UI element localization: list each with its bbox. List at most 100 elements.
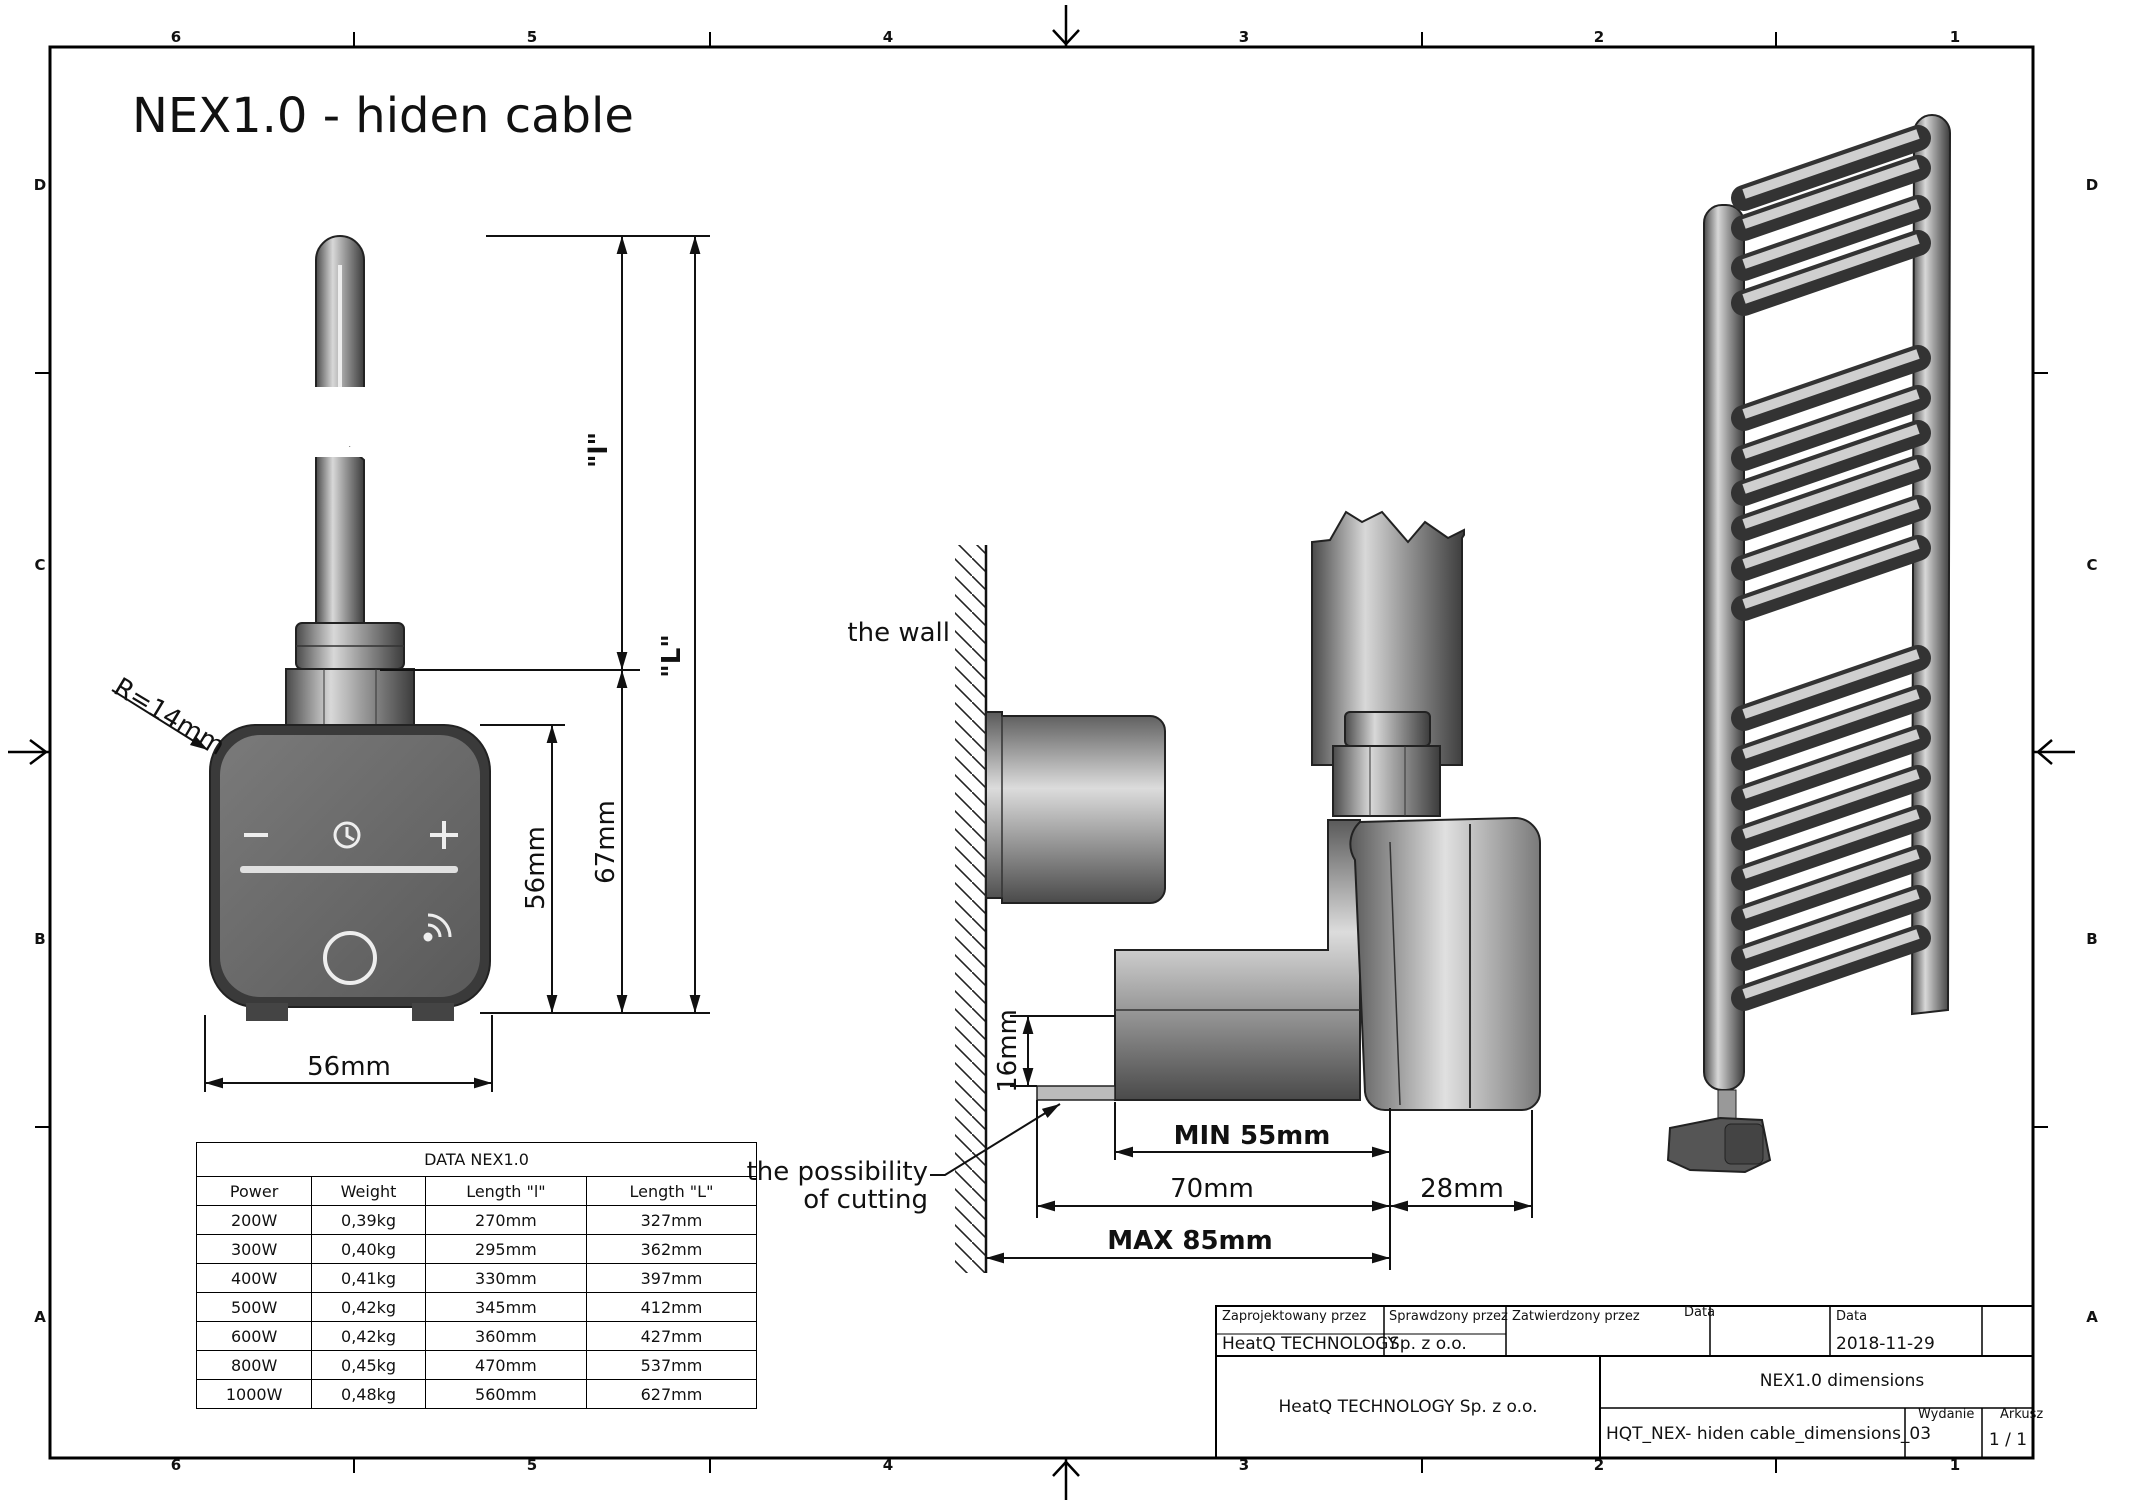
radiator-rung-highlight: [1742, 459, 1920, 529]
led-bar: [240, 866, 458, 873]
radiator-rung-highlight: [1742, 769, 1920, 839]
header-weight: Weight: [311, 1176, 426, 1206]
radiator-rung-highlight: [1742, 889, 1920, 959]
centering-marks: [8, 5, 2075, 1500]
label-max85: MAX 85mm: [1107, 1226, 1272, 1256]
table-cell: 300W: [195, 1234, 313, 1264]
table-cell: 0,48kg: [311, 1379, 426, 1409]
side-nut: [1344, 711, 1431, 747]
tb-checked-by-label: Sprawdzony przez: [1389, 1309, 1508, 1324]
zone-col-1-bottom: 1: [1950, 1456, 1960, 1474]
zone-col-1: 1: [1950, 28, 1960, 46]
tb-checked-by-value: Sp. z o.o.: [1389, 1334, 1467, 1354]
zone-row-A: A: [34, 1308, 46, 1326]
cutting-leader: [930, 1103, 1061, 1176]
label-L: "L": [657, 634, 687, 678]
radiator-rung-highlight: [1742, 539, 1920, 609]
wall-hatch: [955, 545, 986, 1273]
label-56-vertical: 56mm: [521, 826, 551, 910]
tb-designed-by-value: HeatQ TECHNOLOGY: [1222, 1334, 1399, 1354]
radiator-rungs: [1731, 125, 1931, 1011]
radiator-rung-highlight: [1742, 389, 1920, 459]
table-cell: 397mm: [585, 1263, 758, 1293]
radiator-rung-highlight: [1742, 159, 1920, 229]
tb-drawing-title: NEX1.0 dimensions: [1760, 1371, 1925, 1391]
table-cell: 1000W: [195, 1379, 313, 1409]
table-cell: 270mm: [424, 1205, 587, 1235]
label-28: 28mm: [1420, 1174, 1504, 1204]
radius-leader: [111, 689, 209, 751]
table-cell: 0,42kg: [311, 1292, 426, 1322]
radiator-rung-highlight: [1742, 929, 1920, 999]
radiator-rung-highlight: [1742, 499, 1920, 569]
label-56-horizontal: 56mm: [307, 1052, 391, 1082]
zone-row-B-right: B: [2086, 930, 2097, 948]
radiator-rung-highlight: [1742, 729, 1920, 799]
tb-data-label: Data: [1836, 1309, 1867, 1324]
header-length-l: Length "l": [424, 1176, 587, 1206]
zone-col-2: 2: [1594, 28, 1604, 46]
table-cell: 627mm: [585, 1379, 758, 1409]
table-cell: 600W: [195, 1321, 313, 1351]
header-length-L: Length "L": [585, 1176, 758, 1206]
table-cell: 560mm: [424, 1379, 587, 1409]
tb-date-value: 2018-11-29: [1836, 1334, 1935, 1354]
tb-sheet-value: 1 / 1: [1989, 1430, 2027, 1450]
tb-designed-by-label: Zaprojektowany przez: [1222, 1309, 1366, 1324]
zone-row-A-right: A: [2086, 1308, 2098, 1326]
power-button-icon: [323, 931, 377, 985]
control-box-side: [1349, 816, 1541, 1112]
label-l: "l": [584, 432, 614, 468]
tb-approved-by-label: Zatwierdzony przez: [1512, 1309, 1640, 1324]
label-cutting-2: of cutting: [803, 1185, 928, 1215]
zone-col-5-bottom: 5: [527, 1456, 537, 1474]
label-min55: MIN 55mm: [1174, 1121, 1331, 1151]
tb-sheet-label: Arkusz: [2000, 1407, 2043, 1422]
tb-company: HeatQ TECHNOLOGY Sp. z o.o.: [1278, 1397, 1537, 1417]
table-cell: 0,40kg: [311, 1234, 426, 1264]
label-cutting-1: the possibility: [747, 1157, 928, 1187]
zone-row-C: C: [34, 556, 45, 574]
zone-col-3: 3: [1239, 28, 1249, 46]
table-cell: 500W: [195, 1292, 313, 1322]
radiator-rung-highlight: [1742, 809, 1920, 879]
tb-data-label-small: Data: [1684, 1305, 1715, 1320]
front-view: "l" "L" 56mm 67mm 56mm R=14mm: [108, 235, 710, 1092]
zone-labels: 6 5 4 3 2 1 6 5 4 3 2 1 D C B A D C B A: [34, 28, 2098, 1474]
data-table: DATA NEX1.0 Power Weight Length "l" Leng…: [195, 1142, 758, 1409]
tb-drawing-number: HQT_NEX- hiden cable_dimensions_03: [1606, 1424, 1931, 1444]
tb-edition-label: Wydanie: [1918, 1407, 1974, 1422]
table-cell: 295mm: [424, 1234, 587, 1264]
nut-base: [285, 668, 415, 726]
zone-row-C-right: C: [2086, 556, 2097, 574]
table-cell: 800W: [195, 1350, 313, 1380]
radiator-illustration: [1666, 114, 1952, 1174]
side-nut-base: [1332, 745, 1441, 817]
label-radius: R=14mm: [108, 672, 229, 761]
table-cell: 427mm: [585, 1321, 758, 1351]
drawing-title: NEX1.0 - hiden cable: [132, 88, 634, 144]
table-cell: 345mm: [424, 1292, 587, 1322]
plus-icon: [430, 821, 458, 849]
cut-pipe: [1311, 510, 1465, 766]
zone-row-D: D: [34, 176, 46, 194]
title-block: [1215, 1305, 2034, 1459]
wall-sleeve: [985, 711, 1166, 904]
cutting-stub: [1036, 1085, 1116, 1101]
zone-row-D-right: D: [2086, 176, 2098, 194]
side-view: the wall 16mm MIN 55mm: [747, 510, 1541, 1273]
table-cell: 327mm: [585, 1205, 758, 1235]
zone-col-4: 4: [883, 28, 893, 46]
label-70: 70mm: [1170, 1174, 1254, 1204]
radiator-rung-highlight: [1742, 349, 1920, 419]
table-cell: 330mm: [424, 1263, 587, 1293]
radiator-rung-highlight: [1742, 689, 1920, 759]
table-cell: 0,42kg: [311, 1321, 426, 1351]
radiator-rung-highlight: [1742, 199, 1920, 269]
